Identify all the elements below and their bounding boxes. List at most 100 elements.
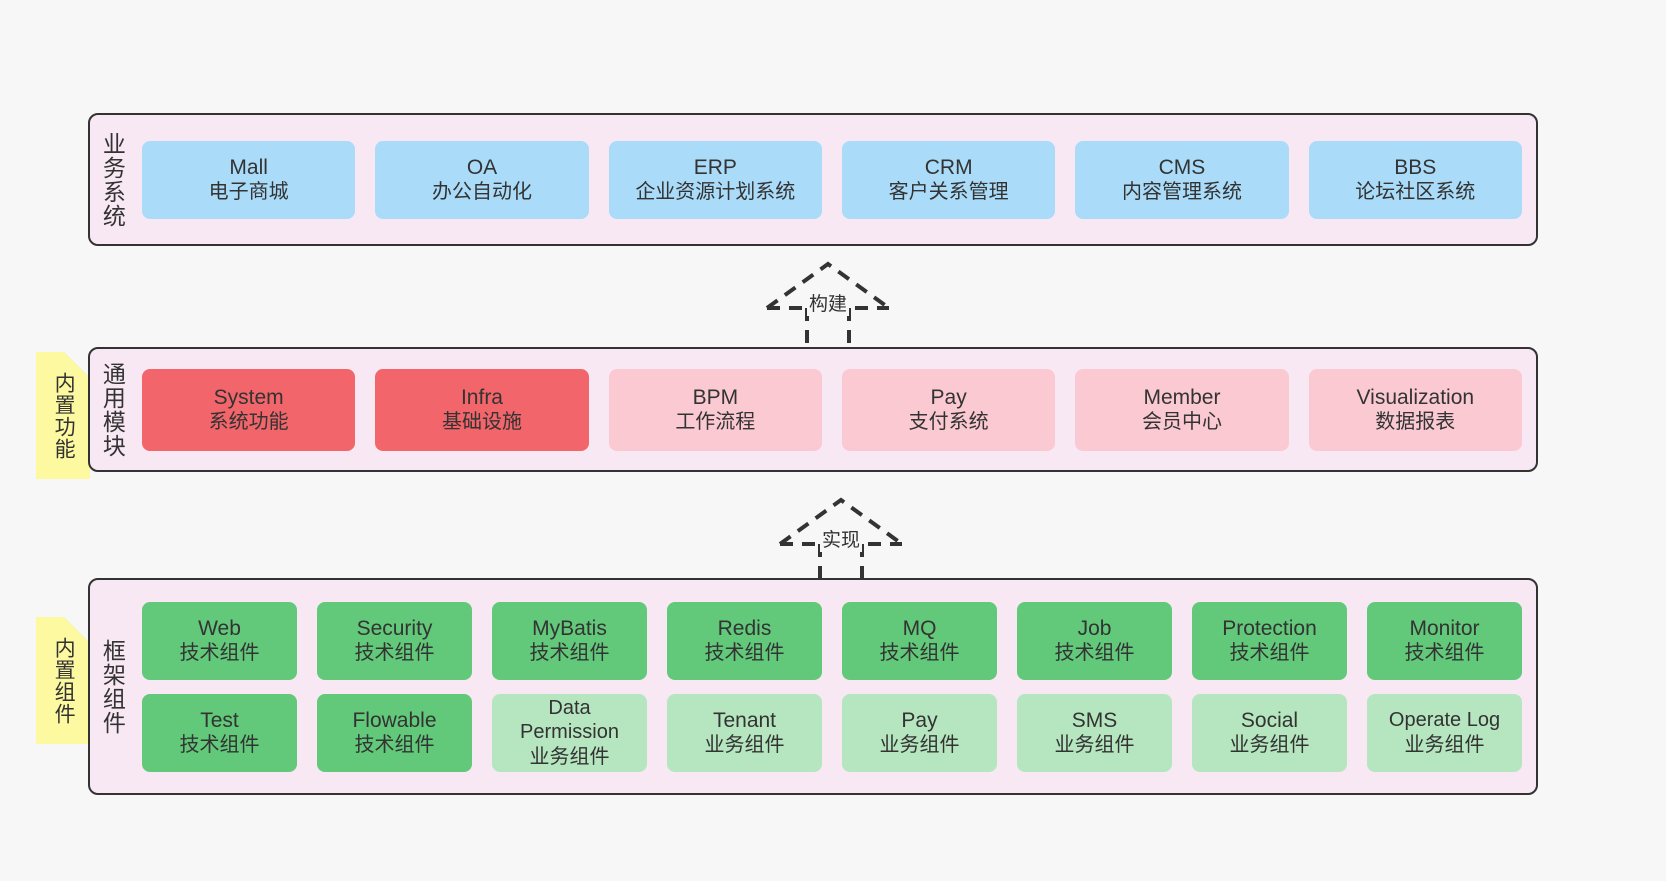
box-subtitle: 技术组件 <box>879 642 960 665</box>
box-title: Visualization <box>1356 385 1475 409</box>
box-subtitle: 论坛社区系统 <box>1355 181 1476 204</box>
box-subtitle: 技术组件 <box>354 734 435 757</box>
box-subtitle: 业务组件 <box>1054 734 1135 757</box>
box-title: SMS <box>1071 708 1118 732</box>
box-title: CRM <box>924 155 973 179</box>
note-builtin-components-label: 内置组件 <box>52 636 76 725</box>
box-subtitle: 业务组件 <box>879 734 960 757</box>
box-title: Social <box>1240 708 1299 732</box>
box-title: Tenant <box>712 708 777 732</box>
box-subtitle: 技术组件 <box>179 642 260 665</box>
box-subtitle: 基础设施 <box>441 411 522 434</box>
box-subtitle: 办公自动化 <box>431 181 532 204</box>
box-title: Security <box>356 616 433 640</box>
box-subtitle: 支付系统 <box>908 411 989 434</box>
box-title: Flowable <box>352 708 437 732</box>
layer-title-business-systems: 业务系统 <box>99 131 126 228</box>
layer-title-common-modules: 通用模块 <box>99 361 126 458</box>
box-subtitle: 技术组件 <box>354 642 435 665</box>
box-subtitle: 技术组件 <box>179 734 260 757</box>
box-title: Mall <box>229 155 268 179</box>
box-title: Protection <box>1222 616 1317 640</box>
note-fold-corner-icon <box>64 617 90 643</box>
connector-implement: 实现 <box>758 488 938 588</box>
box-subtitle: 数据报表 <box>1375 411 1456 434</box>
connector-implement-label: 实现 <box>820 525 863 552</box>
connector-build-label: 构建 <box>807 289 850 316</box>
note-builtin-features-label: 内置功能 <box>52 371 76 460</box>
box-title: Monitor <box>1409 616 1480 640</box>
note-builtin-components: 内置组件 <box>36 617 90 744</box>
connector-build: 构建 <box>745 252 925 352</box>
box-subtitle: 电子商城 <box>208 181 289 204</box>
box-title: MQ <box>902 616 937 640</box>
box-title: Member <box>1143 385 1221 409</box>
box-subtitle: 技术组件 <box>529 642 610 665</box>
box-title: MyBatis <box>532 616 607 640</box>
box-title: Job <box>1077 616 1112 640</box>
box-subtitle: 企业资源计划系统 <box>635 181 796 204</box>
box-title: Infra <box>460 385 503 409</box>
box-subtitle: 技术组件 <box>704 642 785 665</box>
box-title: OA <box>466 155 498 179</box>
box-subtitle: 技术组件 <box>1054 642 1135 665</box>
box-subtitle: 客户关系管理 <box>888 181 1009 204</box>
note-fold-corner-icon <box>64 352 90 378</box>
box-title: Test <box>200 708 239 732</box>
box-title: BPM <box>692 385 739 409</box>
box-subtitle: 业务组件 <box>529 745 610 768</box>
box-subtitle: 业务组件 <box>704 734 785 757</box>
box-title: Web <box>198 616 241 640</box>
box-title: System <box>213 385 284 409</box>
box-subtitle: 技术组件 <box>1229 642 1310 665</box>
box-subtitle: 会员中心 <box>1141 411 1222 434</box>
box-subtitle: 内容管理系统 <box>1121 181 1242 204</box>
box-subtitle: 业务组件 <box>1229 734 1310 757</box>
box-subtitle: 系统功能 <box>208 411 289 434</box>
layer-title-framework-components: 框架组件 <box>99 638 126 735</box>
box-title: BBS <box>1394 155 1437 179</box>
box-title: Pay <box>930 385 967 409</box>
box-title: Operate Log <box>1388 709 1501 732</box>
box-title: Redis <box>717 616 772 640</box>
